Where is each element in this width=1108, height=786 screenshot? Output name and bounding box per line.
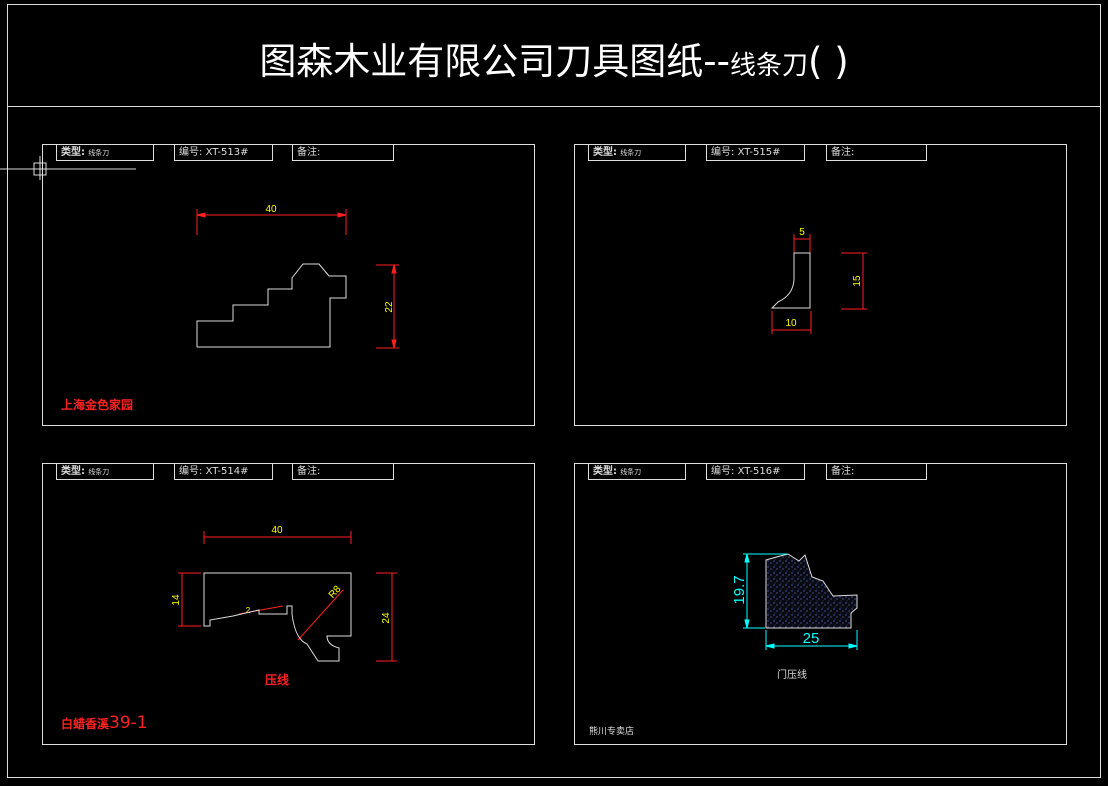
dim-label-24: 24 bbox=[381, 612, 392, 624]
dim-label-22: 22 bbox=[384, 301, 395, 313]
dim-height-19-7 bbox=[743, 553, 787, 629]
caption-label: 压线 bbox=[265, 673, 290, 687]
dim-label-r8: R8 bbox=[327, 584, 344, 601]
dim-width-40 bbox=[203, 531, 352, 544]
profile-outline bbox=[203, 572, 352, 662]
dim-label-15: 15 bbox=[852, 275, 863, 287]
profile-outline bbox=[196, 263, 347, 348]
remark-box: 备注: bbox=[292, 144, 394, 161]
project-note-number: 39-1 bbox=[109, 713, 148, 733]
drawing-frame bbox=[7, 4, 1101, 778]
profile-outline bbox=[770, 252, 811, 309]
title-paren: ( ) bbox=[808, 40, 849, 83]
title-separator bbox=[7, 106, 1101, 107]
code-box: 编号: XT-513# bbox=[174, 144, 273, 161]
dim-label-2: 2 bbox=[246, 606, 251, 615]
profile-drawing-513: 40 22 bbox=[196, 204, 399, 349]
type-box: 类型: 线条刀 bbox=[56, 463, 154, 480]
dim-label-10: 10 bbox=[785, 318, 797, 329]
project-note: 白蜡香溪39-1 bbox=[61, 713, 148, 733]
dim-label-40: 40 bbox=[271, 525, 283, 536]
project-note: 熊川专卖店 bbox=[589, 727, 635, 737]
profile-drawing-514: 40 14 24 R8 2 bbox=[171, 525, 397, 662]
dim-label-14: 14 bbox=[171, 594, 182, 606]
dim-width-10 bbox=[771, 311, 812, 334]
title-sub: 线条刀 bbox=[730, 51, 809, 81]
profile-drawing-516: 19.7 25 bbox=[731, 553, 858, 650]
dim-height-15 bbox=[841, 252, 867, 310]
project-note: 上海金色家园 bbox=[61, 398, 134, 412]
caption-label: 门压线 bbox=[777, 670, 807, 681]
dim-height-22 bbox=[376, 264, 399, 349]
remark-box: 备注: bbox=[826, 463, 927, 480]
type-box: 类型: 线条刀 bbox=[588, 463, 686, 480]
dim-label-5: 5 bbox=[799, 227, 805, 238]
dim-width-40 bbox=[196, 209, 347, 235]
profile-drawing-515: 5 15 10 bbox=[770, 227, 867, 334]
drawing-title: 图森木业有限公司刀具图纸--线条刀( ) bbox=[0, 38, 1108, 90]
type-box: 类型: 线条刀 bbox=[56, 144, 154, 161]
panel-xt-515[interactable]: 类型: 线条刀 编号: XT-515# 备注: 5 15 10 bbox=[574, 144, 1067, 426]
dim-height-14 bbox=[178, 572, 201, 627]
panel-xt-516[interactable]: 类型: 线条刀 编号: XT-516# 备注: 19.7 2 bbox=[574, 463, 1067, 745]
title-main: 图森木业有限公司刀具图纸-- bbox=[259, 40, 731, 83]
profile-fill bbox=[765, 553, 858, 629]
dim-label-19-7: 19.7 bbox=[731, 575, 748, 604]
radius-leader bbox=[297, 589, 344, 641]
code-box: 编号: XT-516# bbox=[706, 463, 805, 480]
code-box: 编号: XT-514# bbox=[174, 463, 273, 480]
type-box: 类型: 线条刀 bbox=[588, 144, 686, 161]
remark-box: 备注: bbox=[292, 463, 394, 480]
dim-height-24 bbox=[376, 572, 397, 662]
dim-width-25 bbox=[765, 630, 858, 650]
dim-label-25: 25 bbox=[803, 630, 820, 647]
code-box: 编号: XT-515# bbox=[706, 144, 805, 161]
remark-box: 备注: bbox=[826, 144, 927, 161]
dim-width-5 bbox=[793, 234, 811, 253]
dim-label-40: 40 bbox=[265, 204, 277, 215]
panel-xt-513[interactable]: 类型: 线条刀 编号: XT-513# 备注: 40 22 上海金色家园 bbox=[42, 144, 535, 426]
panel-xt-514[interactable]: 类型: 线条刀 编号: XT-514# 备注: 40 14 24 R8 2 压线… bbox=[42, 463, 535, 745]
